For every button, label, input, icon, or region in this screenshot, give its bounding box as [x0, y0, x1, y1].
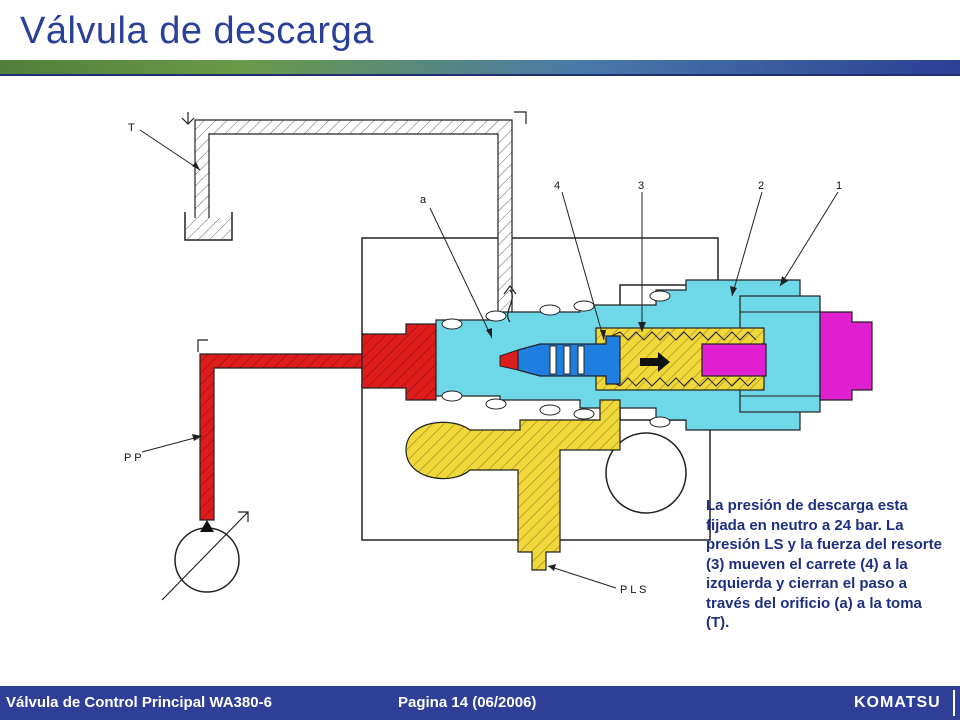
footer-page-number: Pagina 14 (06/2006) — [398, 694, 537, 711]
seal — [441, 318, 463, 330]
description-text: La presión de descarga esta fijada en ne… — [706, 497, 942, 631]
footer-bar: Válvula de Control Principal WA380-6 Pag… — [0, 686, 960, 720]
leader-pp — [141, 435, 203, 453]
pump-triangle — [200, 520, 214, 532]
piston — [701, 343, 767, 377]
tank-reservoir — [184, 212, 233, 241]
spring-bottom — [611, 377, 757, 387]
tank-fluid — [186, 218, 231, 239]
leader-2 — [731, 191, 763, 297]
label-part2: 2 — [758, 180, 765, 192]
footer-divider — [953, 690, 955, 716]
leader-pls — [547, 565, 617, 589]
label-tank: T — [128, 122, 135, 134]
komatsu-logo: KOMATSU — [854, 694, 941, 711]
ls-passage — [405, 399, 621, 571]
leader-4 — [561, 191, 605, 341]
title-underline-bar — [0, 60, 960, 74]
tank-arrow-right — [514, 111, 527, 124]
footer-document-title: Válvula de Control Principal WA380-6 — [6, 694, 272, 711]
valve-diagram — [139, 111, 873, 601]
label-part1: 1 — [836, 180, 843, 192]
title-underline-line — [0, 74, 960, 76]
body-cavity — [605, 432, 687, 514]
end-plug — [819, 311, 873, 401]
label-spring: 3 — [638, 180, 645, 192]
spring — [611, 331, 757, 341]
label-ls-pressure: P L S — [620, 584, 647, 596]
leader-1 — [779, 191, 839, 287]
pump-symbol — [174, 527, 240, 593]
spool-flow-arrow — [640, 352, 670, 372]
leader-t — [139, 129, 201, 171]
pump-flow-arrow — [197, 339, 208, 352]
label-spool: 4 — [554, 180, 561, 192]
spool-land — [549, 345, 557, 375]
spool-nose — [499, 349, 519, 371]
pump-variable-arrow — [161, 511, 249, 601]
tank-arrow-left — [181, 112, 195, 125]
label-orifice: a — [420, 194, 427, 206]
leader-a — [429, 207, 493, 339]
label-pump-pressure: P P — [124, 452, 142, 464]
slide-title: Válvula de descarga — [20, 10, 374, 52]
tank-return-flow — [507, 289, 513, 323]
pump-line — [199, 353, 363, 521]
